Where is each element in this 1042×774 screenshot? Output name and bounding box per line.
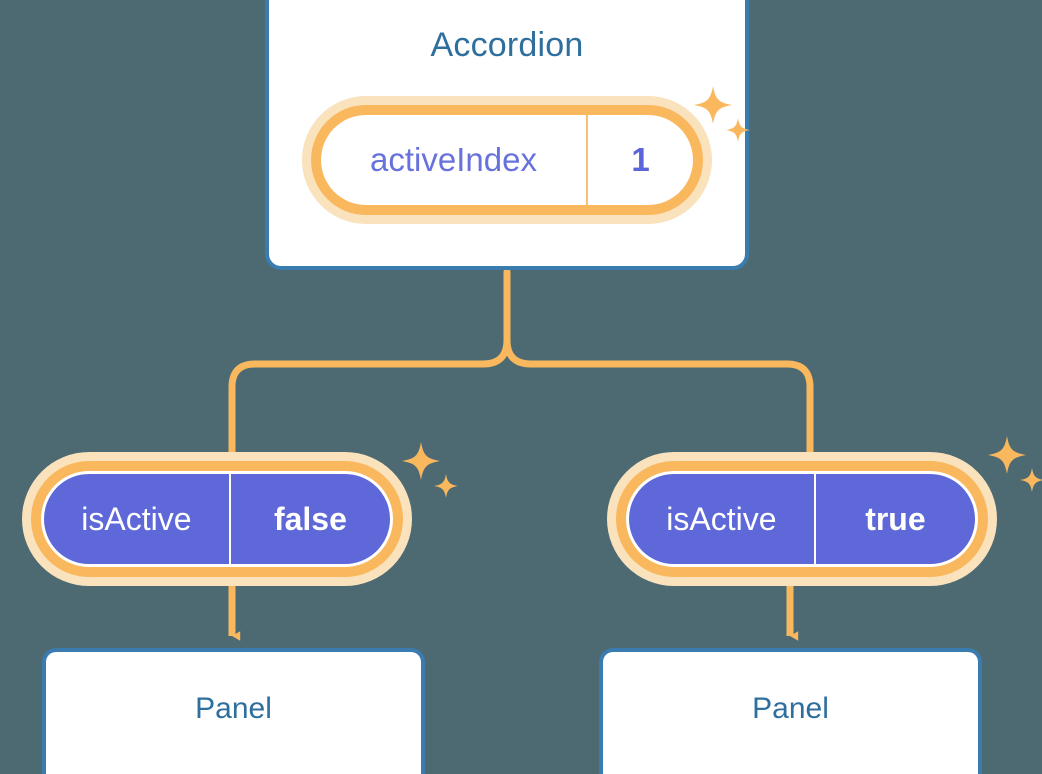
state-key-label: activeIndex [321,115,588,205]
prop-key-label: isActive [44,474,231,564]
prop-key-label: isActive [629,474,816,564]
panel-label: Panel [195,692,272,725]
panel-card-right[interactable]: Panel [599,648,982,774]
panel-label: Panel [752,692,829,725]
page-title: Accordion [430,26,584,64]
edge-root-to-left [228,268,511,456]
pill-body: isActive false [41,471,393,567]
prop-pill-isactive-true[interactable]: isActive true [607,452,997,586]
pill-body: activeIndex 1 [321,115,693,205]
prop-value-label: true [865,500,926,537]
prop-pill-isactive-false[interactable]: isActive false [22,452,412,586]
prop-value-label: false [273,500,347,537]
panel-card-left[interactable]: Panel [42,648,425,774]
edge-root-to-right [503,268,814,456]
state-value-label: 1 [631,141,650,178]
state-pill-activeindex[interactable]: activeIndex 1 [302,96,712,224]
pill-body: isActive true [626,471,978,567]
